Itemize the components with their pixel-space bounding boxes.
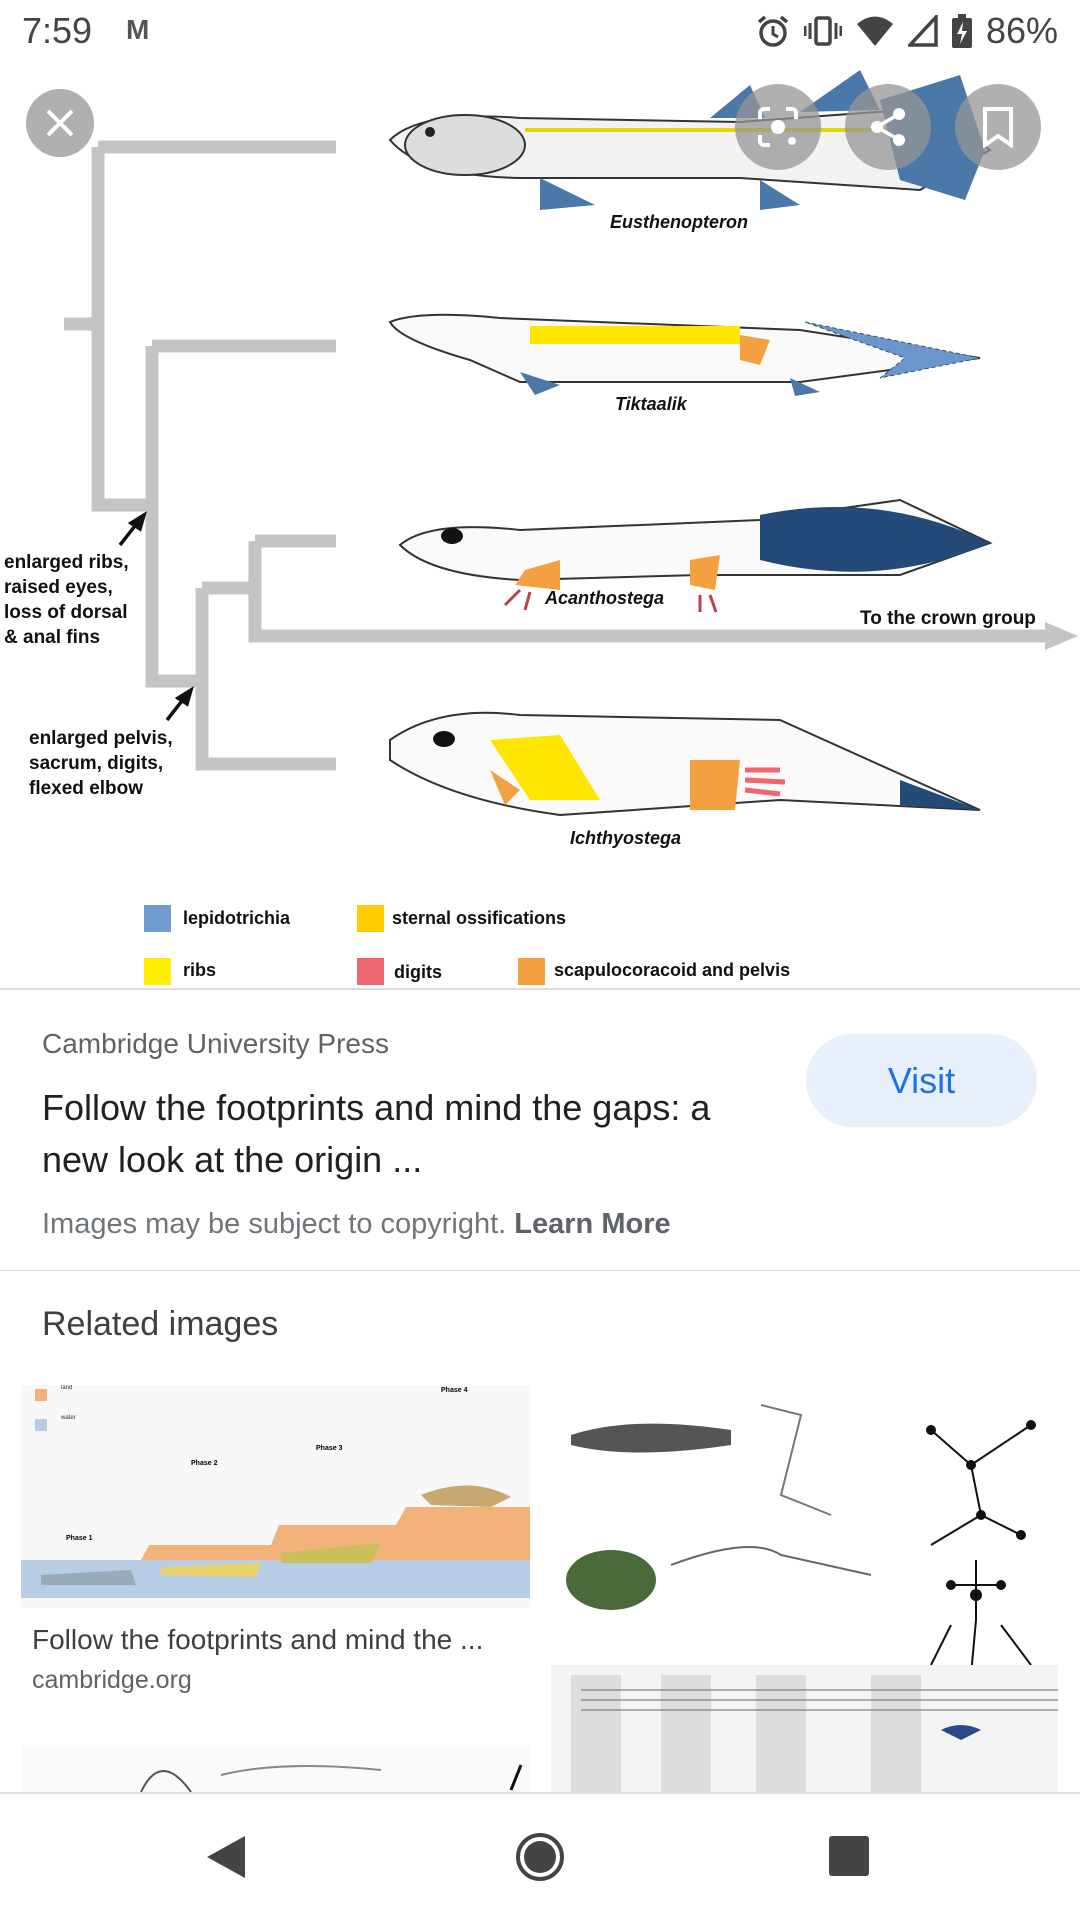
related-image-thumbnail[interactable] [551,1385,1058,1792]
trait-annotation: enlarged pelvis, sacrum, digits, flexed … [29,726,173,801]
taxon-label: Eusthenopteron [610,212,748,232]
close-icon [46,109,74,137]
status-time: 7:59 [22,10,93,51]
main-image[interactable]: Eusthenopteron Tiktaalik Acanthostega Ic… [0,60,1080,988]
taxon-label: Tiktaalik [615,394,687,414]
legend-swatch [357,958,384,985]
thumb-legend-label: water [61,1415,76,1421]
cladogram-branches [64,140,1050,771]
trait-arrows [118,511,194,722]
legend-label: ribs [183,960,217,980]
learn-more-link[interactable]: Learn More [514,1208,671,1240]
lens-button[interactable] [735,84,821,170]
related-image-thumbnail[interactable]: land water Phase 1 Phase 2 Phase 3 Phase… [21,1385,530,1608]
page-title-link[interactable]: Follow the footprints and mind the gaps:… [42,1087,711,1180]
taxon-label: Acanthostega [545,588,665,608]
status-bar: 7:59 M 86% [0,0,1080,70]
share-icon [871,108,905,146]
related-image-domain: cambridge.org [32,1666,192,1694]
close-button[interactable] [26,89,94,157]
acanthostega-drawing [398,498,993,613]
legend-swatch [357,905,384,932]
crown-group-label: To the crown group [860,608,1036,629]
battery-percent: 86% [985,10,1058,51]
annotation-line: sacrum, digits, [29,753,164,774]
legend-label: scapulocoracoid and pelvis [554,960,791,980]
annotation-line: loss of dorsal [4,602,128,623]
bookmark-icon [983,107,1013,148]
tiktaalik-drawing [388,313,981,396]
back-icon[interactable] [205,1834,247,1880]
annotation-line: raised eyes, [4,577,113,598]
home-icon[interactable] [515,1832,565,1882]
annotation-line: enlarged ribs, [4,552,129,573]
legend-label: sternal ossifications [392,908,567,928]
phases-diagram-thumbnail [21,1385,530,1608]
navigation-bar [0,1792,1080,1920]
trait-annotation: enlarged ribs, raised eyes, loss of dors… [4,550,129,650]
battery-charging-icon [951,14,972,48]
share-button[interactable] [845,84,931,170]
annotation-line: enlarged pelvis, [29,728,173,749]
signal-icon [907,15,938,47]
legend-swatch [518,958,545,985]
fossil-collage-thumbnail [551,1404,1058,1792]
related-images-heading: Related images [42,1305,279,1343]
save-button[interactable] [955,84,1041,170]
divider [0,988,1080,990]
related-image-thumbnail[interactable] [21,1745,530,1792]
wifi-icon [856,16,893,46]
annotation-line: & anal fins [4,627,101,648]
skull-thumbnail [140,1764,523,1792]
copyright-notice: Images may be subject to copyright. Lear… [42,1208,671,1241]
copyright-text: Images may be subject to copyright. [42,1208,507,1240]
recents-icon[interactable] [829,1836,869,1876]
thumb-phase-label: Phase 4 [441,1387,468,1394]
visit-button[interactable]: Visit [806,1034,1037,1127]
lens-icon [758,107,798,147]
ichthyostega-drawing [389,711,981,817]
annotation-line: flexed elbow [29,778,144,799]
gmail-notification-icon: M [126,14,150,45]
alarm-icon [757,15,789,47]
legend-swatch [144,905,171,932]
thumb-phase-label: Phase 1 [66,1535,93,1542]
crown-arrow-head [1045,622,1078,650]
legend-label: lepidotrichia [183,908,291,928]
related-image-caption[interactable]: Follow the footprints and mind the ... [32,1624,484,1655]
cladogram [64,70,1078,817]
divider [0,1270,1080,1271]
thumb-legend-label: land [61,1385,73,1391]
taxon-label: Ichthyostega [570,828,682,848]
legend-swatch [144,958,171,985]
legend-label: digits [394,962,442,982]
thumb-phase-label: Phase 3 [316,1445,343,1452]
thumb-phase-label: Phase 2 [191,1460,218,1467]
vibrate-icon [803,16,842,46]
status-icons: 86% [756,10,1058,52]
source-name[interactable]: Cambridge University Press [42,1028,389,1059]
